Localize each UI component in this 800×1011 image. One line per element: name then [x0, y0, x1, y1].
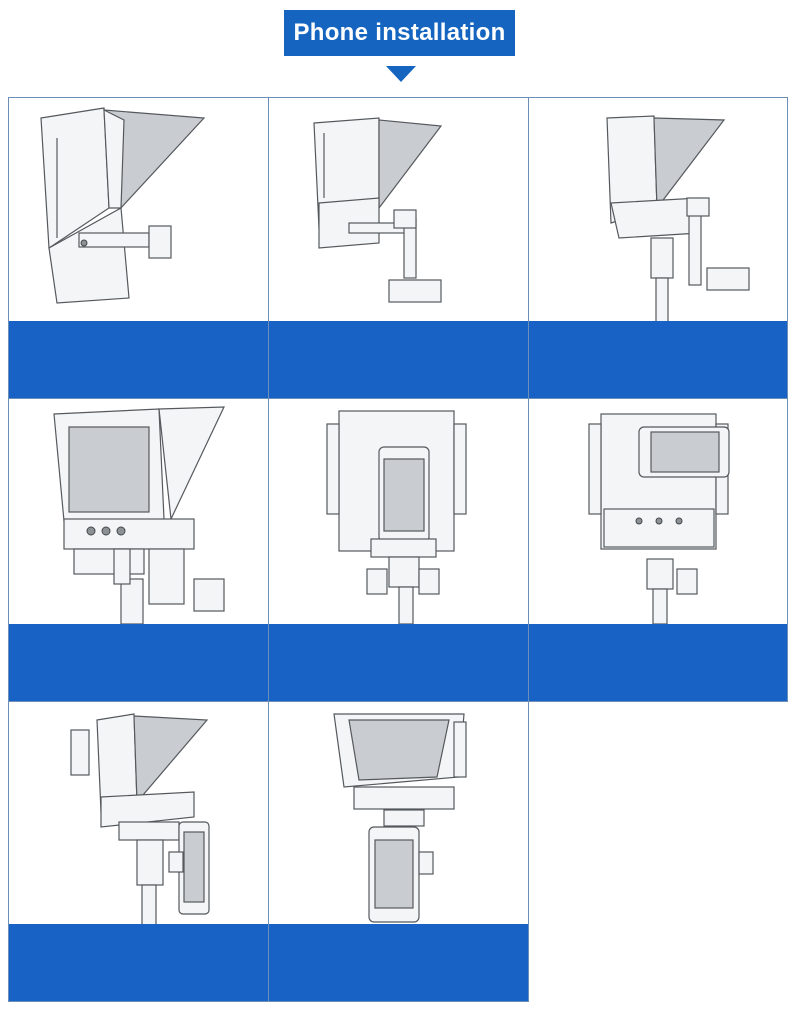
page-title: Phone installation — [284, 10, 515, 56]
step-2-caption-bar — [269, 321, 528, 398]
step-3-tile — [528, 97, 788, 399]
step-8-illustration — [333, 713, 467, 923]
step-2-caption — [269, 321, 528, 339]
step-7-caption — [9, 924, 268, 942]
step-1-caption — [9, 321, 268, 339]
step-6-tile — [528, 398, 788, 702]
step-4-illustration — [53, 406, 225, 624]
step-7-tile — [8, 701, 269, 1002]
step-8-tile — [268, 701, 529, 1002]
step-3-illustration — [606, 115, 750, 323]
step-6-caption-bar — [529, 624, 787, 701]
arrow-down-icon — [386, 66, 416, 82]
step-3-caption — [529, 321, 787, 339]
step-5-tile — [268, 398, 529, 702]
step-3-caption-bar — [529, 321, 787, 398]
step-1-tile — [8, 97, 269, 399]
step-7-illustration — [70, 713, 210, 927]
step-8-caption-bar — [269, 924, 528, 1001]
step-5-caption — [269, 624, 528, 642]
step-4-tile — [8, 398, 269, 702]
step-4-caption-bar — [9, 624, 268, 701]
step-2-tile — [268, 97, 529, 399]
step-5-caption-bar — [269, 624, 528, 701]
step-6-illustration — [588, 413, 730, 624]
step-1-illustration — [40, 107, 206, 304]
step-1-caption-bar — [9, 321, 268, 398]
steps-grid — [8, 97, 788, 1002]
step-2-illustration — [313, 117, 443, 303]
step-6-caption — [529, 624, 787, 642]
step-7-caption-bar — [9, 924, 268, 1001]
step-8-caption — [269, 924, 528, 942]
step-5-illustration — [326, 410, 467, 624]
step-4-caption — [9, 624, 268, 642]
